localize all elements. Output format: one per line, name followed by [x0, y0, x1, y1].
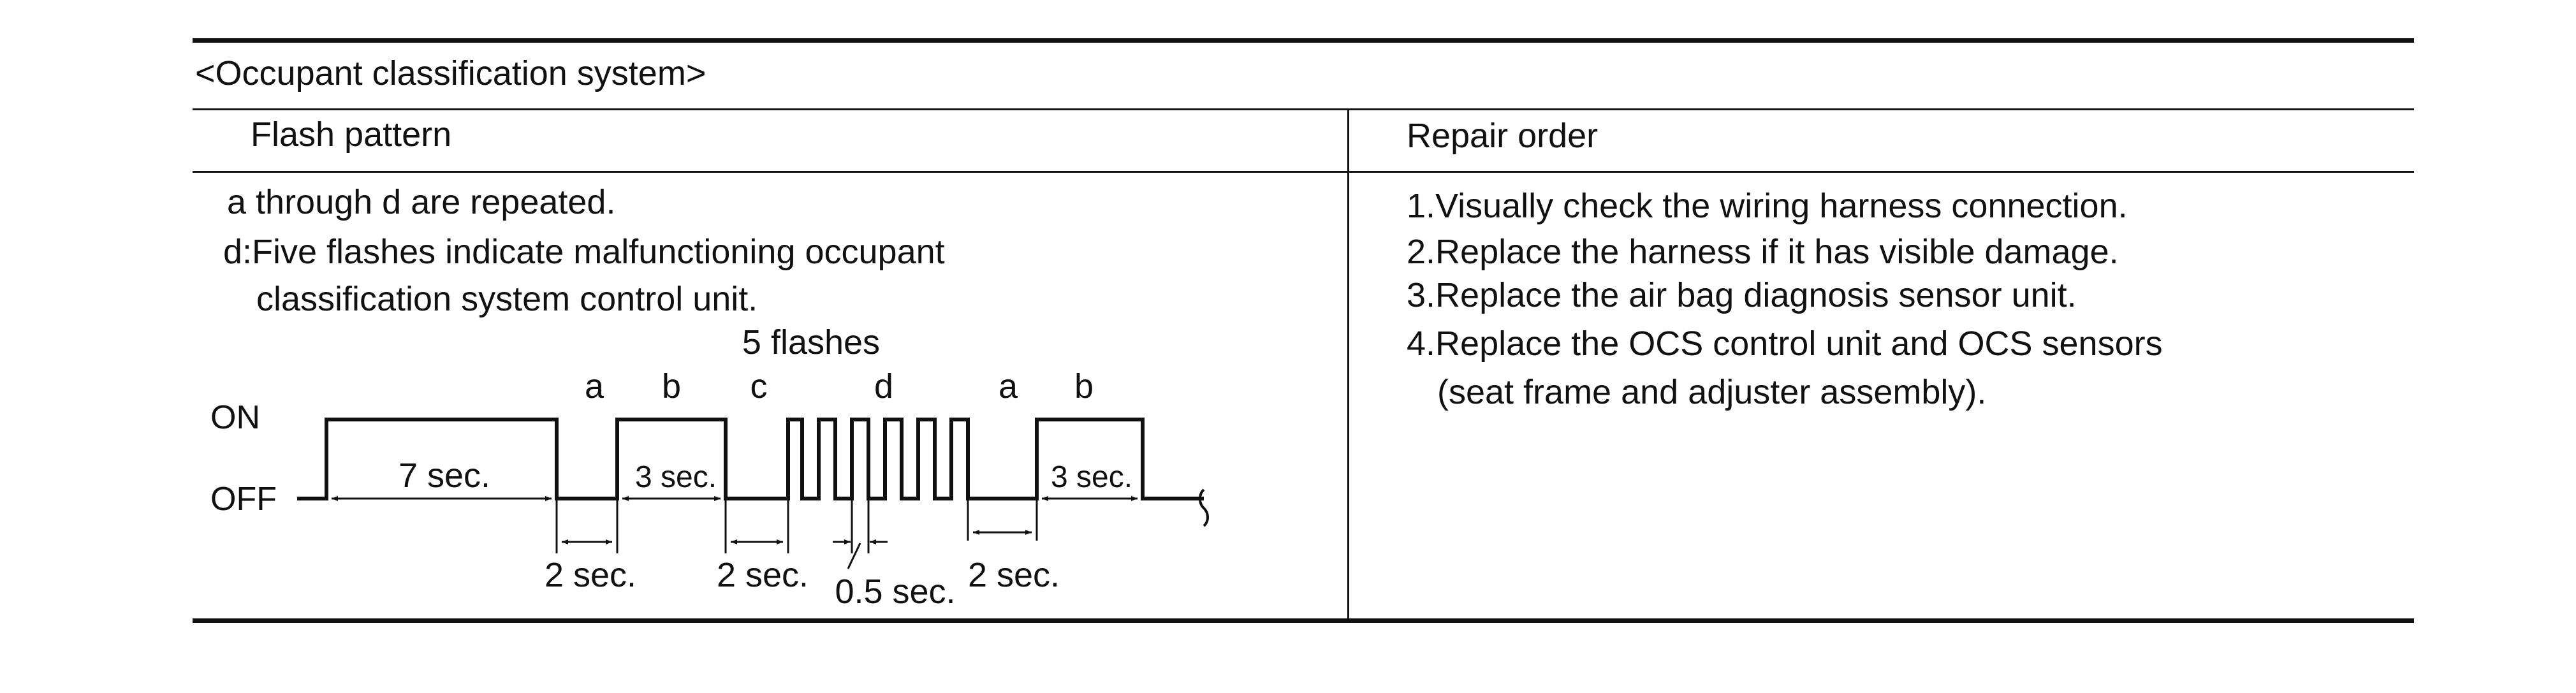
segment-label-a: a [585, 367, 604, 405]
continuation-squiggle [1199, 488, 1209, 527]
flash-note-d-cont: classification system control unit. [256, 280, 758, 318]
label-off: OFF [210, 481, 277, 518]
segment-label-d: d [874, 367, 893, 405]
flashes-label: 5 flashes [742, 323, 880, 361]
gap-label-1: 2 sec. [545, 556, 636, 594]
gap-label-2: 2 sec. [717, 556, 809, 594]
header-divider [193, 171, 2414, 173]
signal-waveform [297, 418, 1204, 500]
segment-label-b: b [662, 367, 681, 405]
repair-step-3: 3.Replace the air bag diagnosis sensor u… [1407, 276, 2077, 314]
flash-width-leader [847, 543, 861, 569]
segment-label-b-2: b [1074, 367, 1094, 405]
title-divider [193, 108, 2414, 110]
table-top-rule [193, 38, 2414, 43]
section-title: <Occupant classification system> [195, 54, 706, 92]
segment-label-c: c [750, 367, 768, 405]
flash-width-label: 0.5 sec. [835, 573, 955, 611]
on-duration-label: 7 sec. [399, 456, 490, 495]
b-duration-label-1: 3 sec. [635, 460, 717, 494]
repair-step-4-cont: (seat frame and adjuster assembly). [1437, 373, 1987, 411]
flash-note-repeat: a through d are repeated. [227, 183, 616, 221]
repair-step-1: 1.Visually check the wiring harness conn… [1407, 187, 2128, 225]
column-header-repair-order: Repair order [1407, 117, 1599, 155]
segment-label-a-2: a [999, 367, 1018, 405]
repair-step-2: 2.Replace the harness if it has visible … [1407, 233, 2119, 271]
table-bottom-rule [193, 618, 2414, 623]
repair-step-4: 4.Replace the OCS control unit and OCS s… [1407, 325, 2163, 363]
label-on: ON [210, 399, 260, 436]
gap-label-3: 2 sec. [968, 556, 1060, 594]
column-header-flash-pattern: Flash pattern [251, 115, 452, 154]
column-divider [1347, 108, 1349, 622]
b-duration-label-2: 3 sec. [1051, 460, 1132, 494]
flash-note-d: d:Five flashes indicate malfunctioning o… [223, 233, 945, 271]
